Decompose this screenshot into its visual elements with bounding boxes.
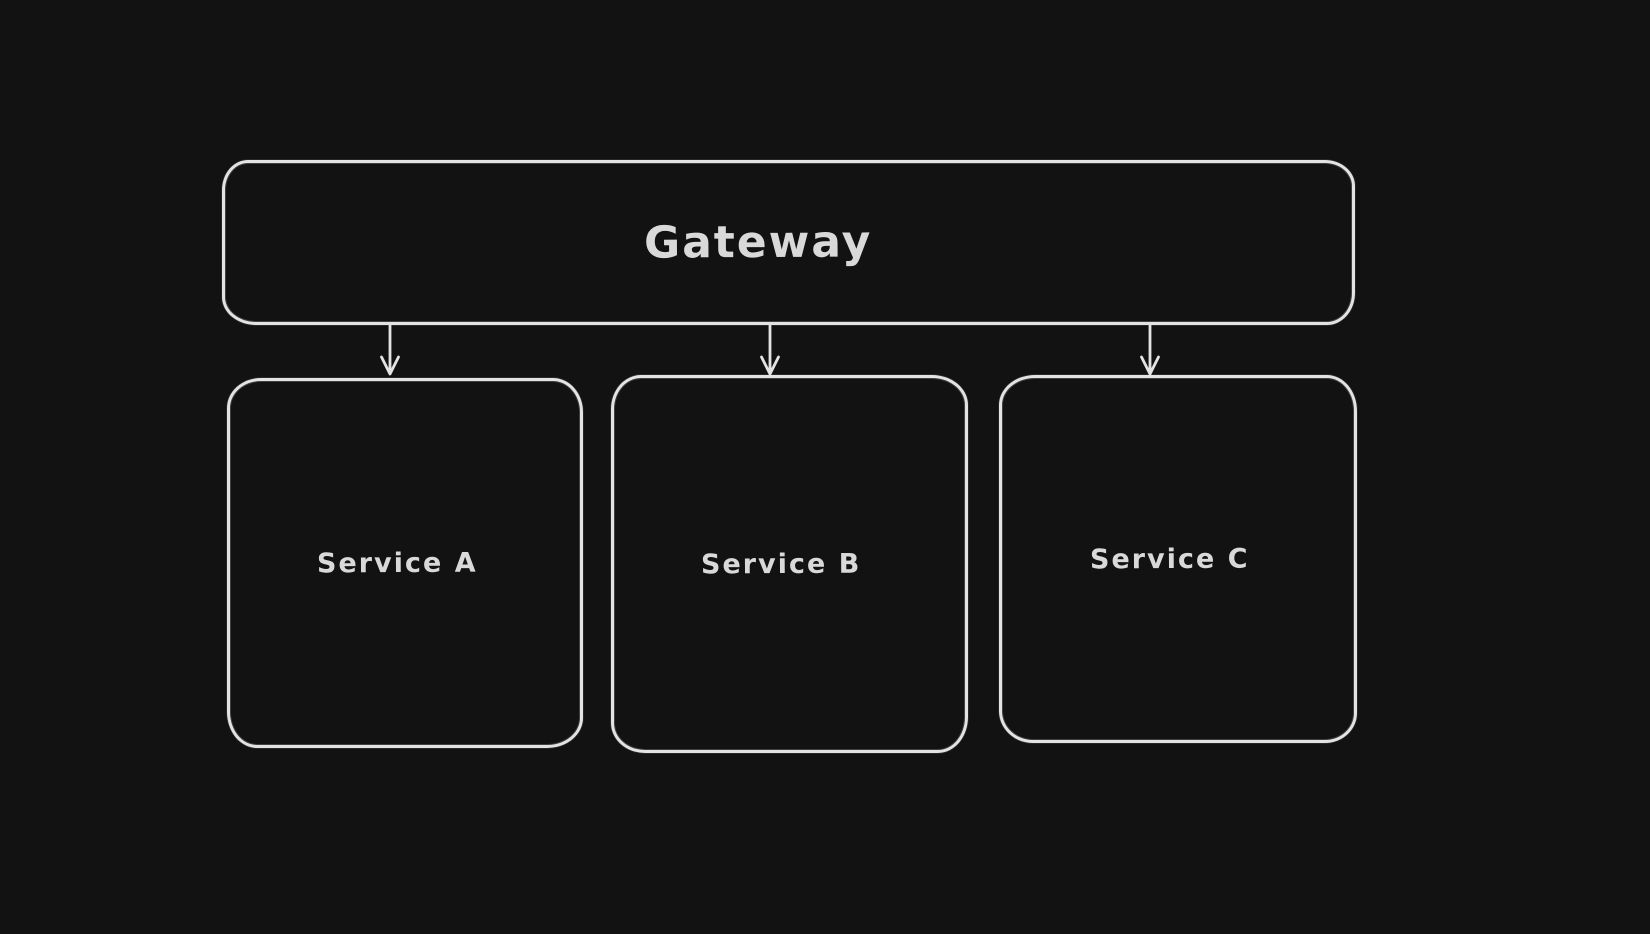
service-b-label: Service B xyxy=(701,548,862,580)
arrow-gateway-to-service-a-icon xyxy=(380,323,400,376)
arrow-gateway-to-service-b-icon xyxy=(760,323,780,376)
service-c-label: Service C xyxy=(1090,543,1250,575)
arrow-gateway-to-service-c-icon xyxy=(1140,323,1160,376)
gateway-node: Gateway xyxy=(222,160,1355,325)
service-a-node: Service A xyxy=(227,378,583,748)
service-b-node: Service B xyxy=(611,375,968,753)
service-a-label: Service A xyxy=(316,547,478,579)
gateway-label: Gateway xyxy=(644,216,873,269)
service-c-node: Service C xyxy=(999,375,1357,743)
